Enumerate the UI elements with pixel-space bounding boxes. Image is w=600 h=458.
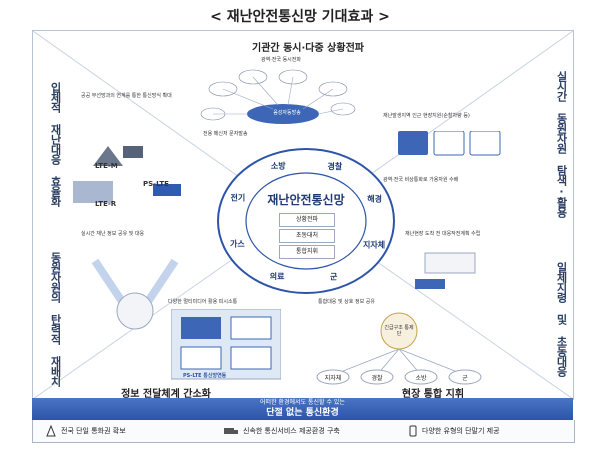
ring-label: 가스: [230, 239, 245, 249]
quadrant-label-top: 기관간 동시·다중 상황전파: [252, 43, 364, 54]
ring-label: 경찰: [328, 161, 343, 171]
crowd-illustration: [91, 258, 179, 330]
group-node: [360, 369, 394, 385]
video-icon: [181, 317, 221, 339]
sidebar-right-top-label: 실시간 동원자원 탐색·활용: [555, 71, 568, 217]
vehicle-icon: [415, 279, 445, 289]
voice-icon: [180, 346, 222, 370]
note-top-2: 음성자동방송: [273, 110, 301, 116]
dispatch-box: [424, 252, 476, 274]
truck-icon: [224, 428, 238, 434]
ring-label: 의료: [270, 271, 285, 281]
note-top-1: 광역·전국 동시전파: [261, 57, 301, 63]
center-box: 상황전파: [279, 213, 335, 227]
group-node: [404, 369, 438, 385]
quadrant-label-left-bottom: 정보 전달체계 간소화: [121, 389, 211, 400]
multimedia-panel: [171, 309, 281, 380]
note-rt-1: 재난발생지역 인근 현장지원(순찰차량 등): [383, 113, 470, 119]
note-lb-3: PS-LTE 통신망연동: [183, 373, 227, 379]
note-lb-1: 실시간 재난 정보 공유 및 대응: [81, 231, 145, 237]
note-lt-2: LTE-M: [95, 162, 118, 170]
location-icon: [230, 346, 272, 370]
diagram-frame: 기관간 동시·다중 상황전파 광역·전국 동시전파 음성자동방송 전용 메신저 …: [32, 30, 574, 400]
note-rb-3: 긴급구조 통제단: [384, 325, 414, 337]
dispatch-illustration: [415, 252, 476, 289]
tower-icon: [46, 425, 56, 437]
note-rb-2: 통합대응 및 상호 정보 공유: [318, 299, 375, 305]
resource-box: [469, 131, 501, 156]
tower-icon: [93, 146, 123, 166]
note-lb-2: 다양한 멀티미디어 활용 피시소통: [168, 299, 238, 305]
note-rb-1: 재난현장 도착 전 대응작전계획 수립: [405, 231, 481, 237]
note-lt-4: LTE-R: [95, 200, 117, 208]
crowd-group: [116, 292, 154, 330]
rb-group-label: 소방: [415, 375, 427, 382]
note-lt-3: PS-LTE: [143, 180, 169, 188]
note-rt-2: 광역·전국 비상통화로 가용자원 수배: [383, 177, 459, 183]
lte-network-illustration: [73, 146, 181, 203]
top-network: [200, 69, 356, 124]
bottom-banner-line2: 단절 없는 통신환경: [266, 408, 339, 418]
quadrant-label-right-bottom: 현장 통합 지휘: [401, 389, 465, 400]
group-node: [448, 369, 482, 385]
sidebar-right-bottom-label: 일체지령 및 초동대응: [555, 262, 568, 376]
sidebar-right: 실시간 동원자원 탐색·활용 일체지령 및 초동대응: [545, 69, 568, 376]
resource-box: [398, 131, 428, 155]
sidebar-left-top-label: 입체적 재난대응 효율화: [49, 82, 62, 206]
footer-item: 신속한 통신서비스 제공환경 구축: [223, 424, 340, 438]
bottom-banner: 어떠한 환경에서도 통신할 수 있는 단절 없는 통신환경: [32, 398, 573, 420]
phone-icon: [409, 425, 417, 437]
center-box: 통합지휘: [279, 245, 335, 259]
ring-label: 지자체: [363, 239, 385, 249]
sidebar-left: 입체적 재난대응 효율화 동원자원의 탄력적 재배치: [39, 69, 62, 386]
sidebar-left-bottom-label: 동원자원의 탄력적 재배치: [49, 252, 62, 386]
rb-group-label: 경찰: [371, 375, 383, 382]
note-top-3: 전용 메신저 문자발송: [203, 131, 248, 137]
ring-label: 전기: [231, 193, 246, 203]
note-lt-1: 공공 무선망과의 연계를 통한 통신방식 확대: [81, 93, 172, 99]
photo-icon: [230, 316, 272, 340]
center-box: 초동대처: [279, 229, 335, 243]
footer-item: 다양한 유형의 단말기 제공: [408, 424, 500, 438]
command-network: [316, 312, 482, 385]
rb-group-label: 지자체: [324, 375, 342, 382]
rb-group-label: 군: [462, 375, 468, 382]
footer: 전국 단일 통화권 확보 신속한 통신서비스 제공환경 구축 다양한 유형의 단…: [32, 420, 575, 443]
footer-item: 전국 단일 통화권 확보: [45, 424, 126, 438]
divider-line: [33, 31, 274, 202]
resource-boxes: [398, 131, 501, 156]
bottom-banner-line1: 어떠한 환경에서도 통신할 수 있는: [260, 399, 345, 406]
ring-label: 군: [330, 273, 338, 282]
voice-broadcast-node: [247, 104, 319, 124]
building-icon: [73, 181, 113, 203]
resource-box: [433, 131, 465, 156]
ring-label: 소방: [271, 160, 286, 170]
ship-icon: [123, 146, 143, 158]
group-node: [316, 369, 350, 385]
fire-truck-icon: [153, 184, 181, 196]
divider-line: [332, 31, 573, 202]
page-title: < 재난안전통신망 기대효과 >: [210, 9, 390, 25]
ring-label: 해경: [367, 194, 382, 204]
center-title: 재난안전통신망: [267, 193, 345, 207]
